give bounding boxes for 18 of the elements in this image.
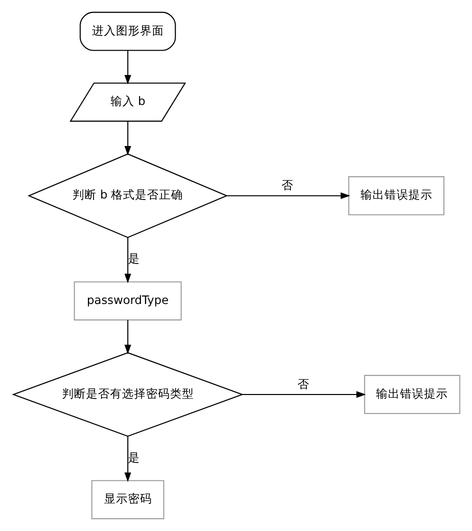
edge-label: 否 [281, 178, 294, 192]
arrow [124, 238, 131, 284]
edge-label: 是 [128, 252, 140, 266]
node-diamond: 判断 b 格式是否正确 [27, 153, 228, 238]
node-diamond: 判断是否有选择密码类型 [11, 352, 244, 437]
arrow [124, 436, 131, 482]
arrow [242, 391, 366, 398]
node-box: passwordType [73, 281, 182, 320]
arrow [124, 320, 131, 354]
node-box: 显示密码 [90, 480, 164, 520]
arrow [124, 50, 131, 85]
node-box: 输出错误提示 [348, 176, 444, 216]
arrow [124, 121, 131, 156]
edge-label: 是 [128, 450, 140, 464]
edge-label: 否 [296, 376, 309, 391]
arrow [226, 192, 350, 200]
node-box: 输出错误提示 [364, 374, 460, 414]
node-box: 进入图形界面 [79, 12, 176, 51]
